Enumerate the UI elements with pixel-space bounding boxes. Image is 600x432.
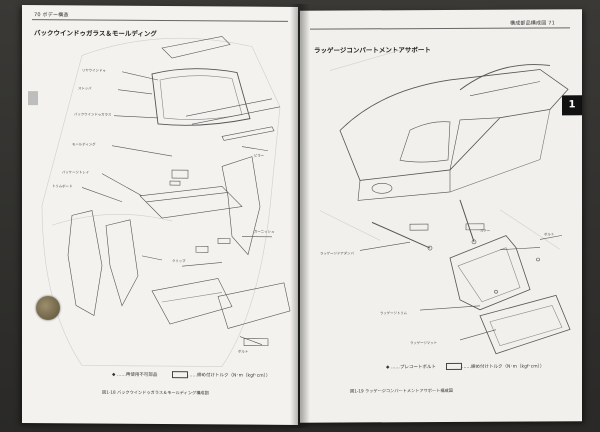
- left-page: 70 ボデー構造 バックウインドゥガラス＆モールディング: [22, 5, 298, 425]
- svg-text:バックウインドゥガラス: バックウインドゥガラス: [74, 111, 112, 116]
- left-legend-torque: ……締め付けトルク（N･m｛kgf･cm｝）: [188, 373, 271, 379]
- svg-text:ガーニッシュ: ガーニッシュ: [254, 229, 274, 234]
- right-page: 構成部品構成図 71 ラッゲージコンパートメントアサボート 1: [300, 9, 582, 423]
- svg-text:ラッゲージトリム: ラッゲージトリム: [380, 310, 408, 315]
- svg-text:ピラー: ピラー: [254, 153, 265, 158]
- svg-text:ラッゲージドアダンパ: ラッゲージドアダンパ: [320, 250, 354, 255]
- svg-text:パッケージトレイ: パッケージトレイ: [62, 169, 89, 174]
- svg-text:ボルト: ボルト: [238, 349, 248, 354]
- left-figure-caption: 図1-18 バックウインドゥガラス＆モールディング構成図: [102, 389, 209, 396]
- svg-text:ラッゲージマット: ラッゲージマット: [410, 340, 437, 345]
- svg-text:モールディング: モールディング: [72, 141, 96, 146]
- svg-text:ストッパ: ストッパ: [78, 85, 92, 90]
- torque-box-symbol: [172, 371, 188, 379]
- right-figure-caption: 図1-19 ラッゲージコンパートメントアサボート構成図: [350, 387, 453, 394]
- coin-object: [36, 296, 60, 320]
- right-legend-bolt: ◆ ……プレコートボルト: [386, 365, 436, 371]
- svg-text:ボルト: ボルト: [544, 231, 554, 236]
- svg-text:トリムボード: トリムボード: [52, 183, 72, 188]
- back-window-exploded-diagram: リヤウインドゥ ストッパ バックウインドゥガラス モールディング パッケージトレ…: [41, 36, 291, 367]
- svg-text:ステー: ステー: [480, 228, 491, 233]
- right-legend-torque: ……締め付けトルク（N･m｛kgf･cm｝）: [462, 364, 545, 370]
- right-torque-box-symbol: [446, 362, 462, 370]
- left-edge-tab: [28, 91, 38, 106]
- svg-text:クリップ: クリップ: [172, 258, 186, 263]
- svg-text:リヤウインドゥ: リヤウインドゥ: [82, 67, 106, 72]
- luggage-compartment-diagram: ラッゲージドアダンパ ボルト ラッゲージトリム ラッゲージマット ステー: [319, 49, 571, 355]
- left-legend-reusable: ◆ ……再使用不可部品: [112, 372, 158, 378]
